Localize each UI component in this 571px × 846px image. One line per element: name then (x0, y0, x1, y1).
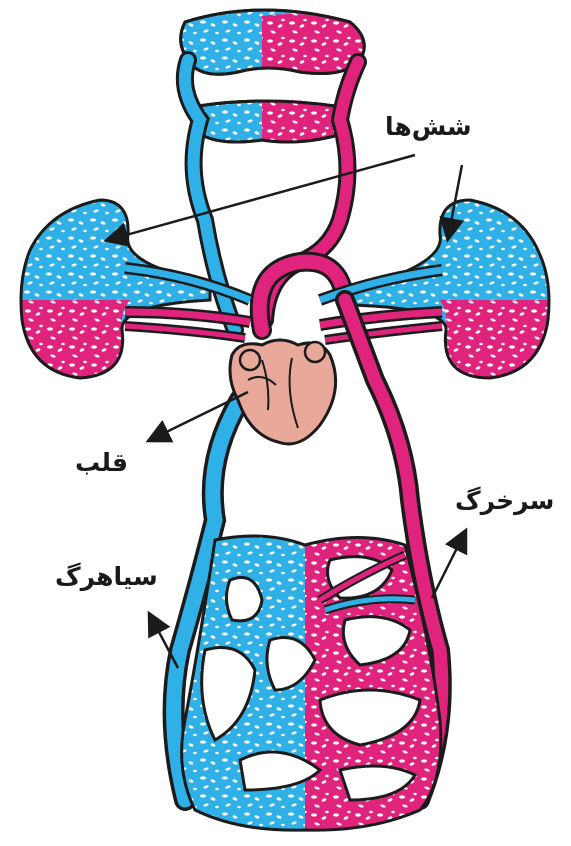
left-lung (21, 200, 210, 378)
artery-pointer (432, 532, 465, 598)
artery-label: سرخرگ (455, 486, 554, 515)
lungs-pointer-left (108, 155, 415, 240)
heart-label: قلب (75, 448, 128, 477)
lower-capillary-network (182, 536, 441, 830)
vein-label: سیاهرگ (55, 562, 158, 591)
lungs-label: شش‌ها (385, 112, 472, 141)
